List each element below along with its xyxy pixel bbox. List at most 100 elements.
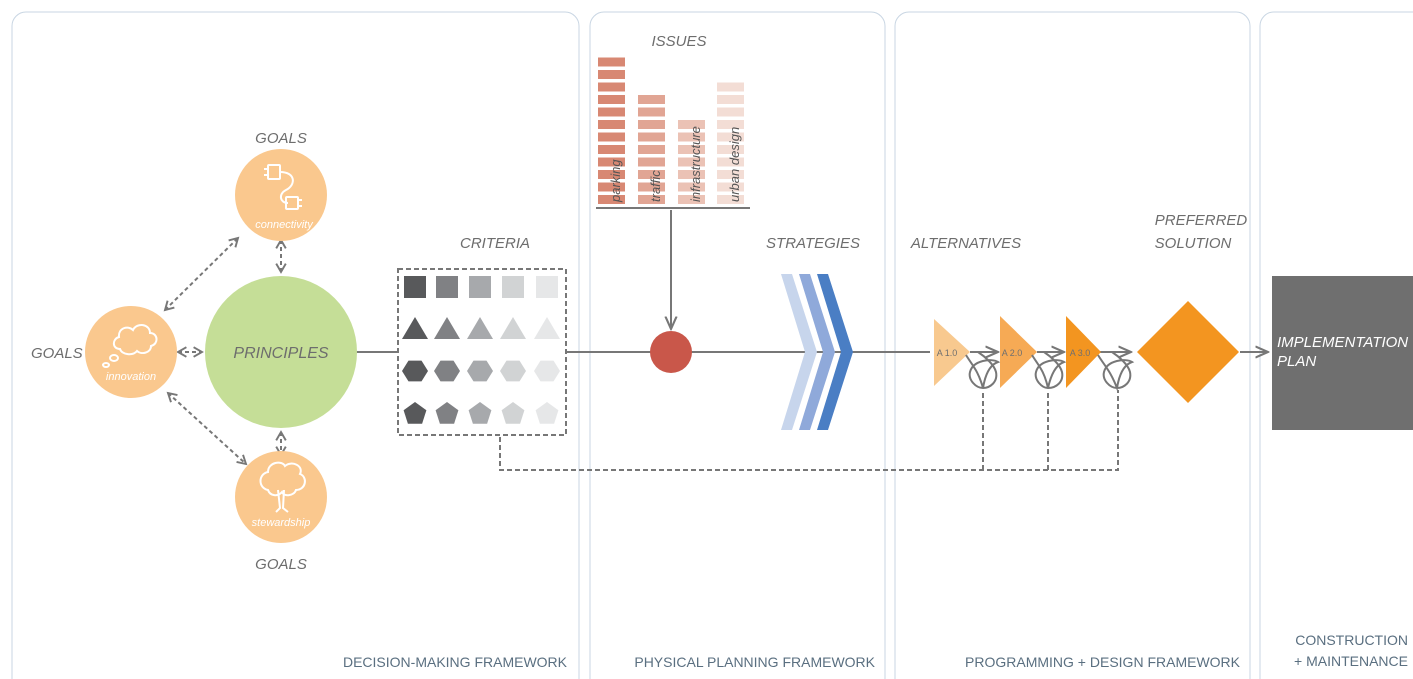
goal-innovation: innovation [85, 306, 177, 398]
loop-icon-3 [1097, 351, 1135, 392]
plug-icon [264, 164, 302, 210]
issue-bar-segment [717, 170, 744, 179]
issue-bar-segment [598, 95, 625, 104]
criteria-triangle-1 [402, 317, 428, 339]
issue-bar-segment [638, 120, 665, 129]
issue-bar-segment [717, 95, 744, 104]
issue-label: infrastructure [688, 126, 703, 202]
alternatives-label: ALTERNATIVES [910, 235, 1021, 252]
issue-bar-segment [598, 195, 625, 204]
alternative-1-label: A 1.0 [937, 348, 958, 358]
implementation-label-1: IMPLEMENTATION [1277, 334, 1408, 351]
decision-panel-title: DECISION-MAKING FRAMEWORK [343, 654, 568, 670]
issue-bar-segment [638, 145, 665, 154]
criteria-square-3 [469, 276, 491, 298]
issue-bar-segment [717, 157, 744, 167]
issue-bar-segment [678, 170, 705, 179]
issue-label: urban design [727, 127, 742, 202]
issue-bar-segment [638, 195, 665, 204]
strategy-chevron-light [781, 274, 817, 430]
preferred-solution-diamond [1137, 301, 1239, 403]
stewardship-label: stewardship [252, 517, 311, 529]
programming-panel-title: PROGRAMMING + DESIGN FRAMEWORK [965, 654, 1241, 670]
alternative-3: A 3.0 [1066, 316, 1101, 388]
main-flow-lines [356, 210, 1268, 352]
implementation-plan-box [1272, 276, 1413, 430]
criteria-pentagon-2 [435, 402, 459, 424]
alternative-3-label: A 3.0 [1070, 348, 1091, 358]
issue-bar-segment [717, 145, 744, 154]
alternative-1: A 1.0 [934, 319, 970, 386]
goal-connectivity: connectivity [235, 149, 327, 241]
alternative-2-label: A 2.0 [1002, 348, 1023, 358]
issue-bar-segment [638, 132, 665, 142]
alternative-2: A 2.0 [1000, 316, 1037, 388]
issue-bar-segment [678, 120, 705, 129]
issues-label: ISSUES [651, 33, 706, 50]
issue-bar-segment [598, 145, 625, 154]
iteration-loops [965, 351, 1135, 392]
criteria-pentagon-3 [468, 402, 492, 424]
construction-panel-title-1: CONSTRUCTION [1295, 632, 1408, 648]
loop-icon-2 [1031, 351, 1067, 390]
loop-icon-1 [965, 351, 1001, 390]
preferred-label-1: PREFERRED [1155, 212, 1248, 229]
preferred-label-2: SOLUTION [1155, 235, 1232, 252]
criteria-hexagon-4 [500, 360, 526, 382]
issue-bar-segment [598, 57, 625, 67]
criteria-triangle-5 [534, 317, 560, 339]
issue-bar-segment [638, 157, 665, 167]
issue-bar-segment [717, 132, 744, 142]
principles-circle: PRINCIPLES [205, 276, 357, 428]
criteria-frame [397, 268, 567, 436]
issue-bar-segment [598, 182, 625, 192]
strategies-label: STRATEGIES [766, 235, 860, 252]
criteria-pentagon-5 [535, 402, 559, 424]
issue-bar-segment [598, 107, 625, 117]
goals-label-left: GOALS [31, 345, 83, 362]
issue-bar-segment [717, 195, 744, 204]
issue-bar-segment [638, 182, 665, 192]
implementation-label-2: PLAN [1277, 353, 1316, 370]
feedback-loop [499, 390, 1119, 471]
goal-connectors [163, 236, 287, 466]
criteria-square-5 [536, 276, 558, 298]
issue-bar-segment [598, 70, 625, 79]
criteria-hexagon-1 [402, 360, 428, 382]
criteria-hexagon-5 [534, 360, 560, 382]
strategy-chevron-mid [799, 274, 835, 430]
issue-bar-segment [678, 157, 705, 167]
issue-bar-segment [598, 82, 625, 92]
issue-bar-segment [678, 132, 705, 142]
issue-bar-segment [678, 145, 705, 154]
issues-chart: parking traffic infrastructure urban design [598, 57, 744, 204]
strategy-chevron-dark [817, 274, 853, 430]
principles-label: PRINCIPLES [233, 345, 328, 362]
issue-bar-segment [638, 95, 665, 104]
construction-panel-title-2: + MAINTENANCE [1294, 653, 1408, 669]
goal-stewardship: stewardship [235, 451, 327, 543]
issue-label: traffic [648, 170, 663, 202]
issue-label: parking [608, 159, 623, 203]
criteria-grid [402, 276, 560, 424]
criteria-square-2 [436, 276, 458, 298]
issue-bar-segment [678, 195, 705, 204]
issue-bar-segment [598, 170, 625, 179]
criteria-hexagon-2 [434, 360, 460, 382]
issue-bar-segment [717, 107, 744, 117]
issue-bar-segment [598, 157, 625, 167]
criteria-label: CRITERIA [460, 235, 530, 252]
issue-bar-segment [717, 182, 744, 192]
issue-bar-segment [717, 120, 744, 129]
issue-bar-segment [598, 120, 625, 129]
criteria-pentagon-1 [403, 402, 427, 424]
thought-cloud-icon [102, 324, 158, 368]
issue-bar-segment [598, 132, 625, 142]
criteria-hexagon-3 [467, 360, 493, 382]
criteria-triangle-4 [500, 317, 526, 339]
issue-bar-segment [678, 182, 705, 192]
tree-icon [259, 461, 306, 513]
strategies-chevrons [781, 274, 853, 430]
criteria-square-4 [502, 276, 524, 298]
